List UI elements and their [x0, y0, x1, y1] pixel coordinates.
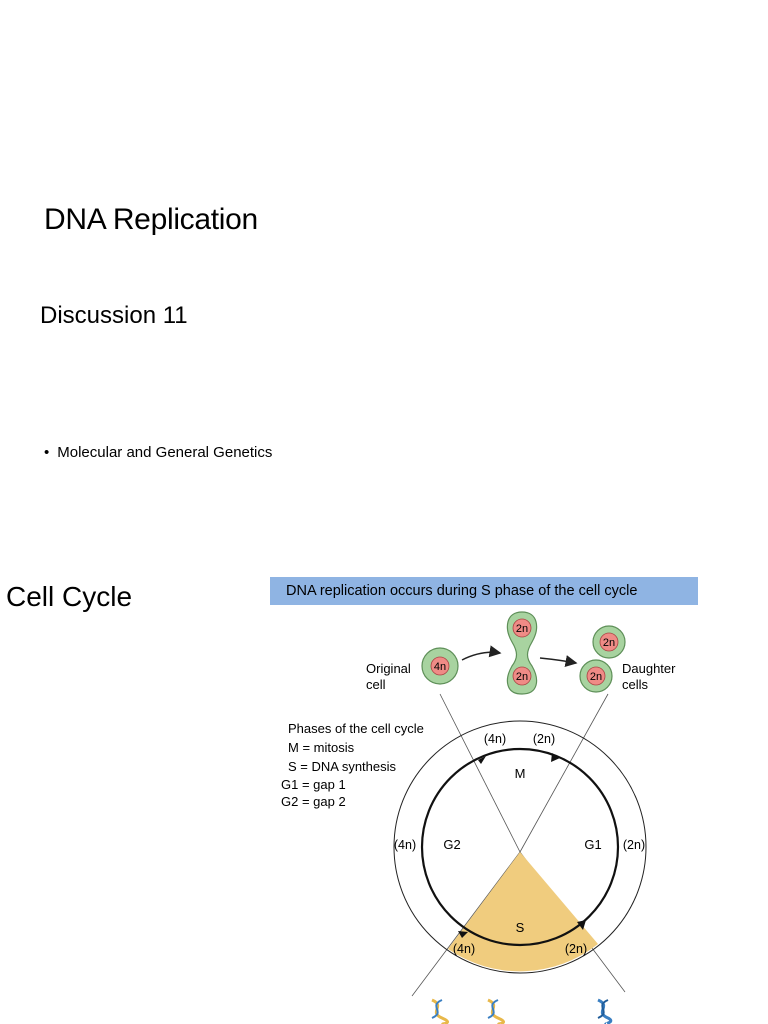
- nucleus: [599, 632, 619, 652]
- ploidy-label: (4n): [394, 838, 416, 852]
- bullet-text: Molecular and General Genetics: [57, 444, 273, 461]
- nucleus: [512, 666, 532, 686]
- dna-helix-icon: [487, 998, 505, 1024]
- ploidy-label: (2n): [533, 732, 555, 746]
- nucleus-label: 2n: [516, 623, 528, 635]
- nucleus: [430, 656, 450, 676]
- daughter-cells-label: Daughter: [622, 661, 676, 676]
- legend-item: S = DNA synthesis: [288, 759, 397, 774]
- slide-2: Cell Cycle DNA replication occurs during…: [0, 512, 768, 1024]
- ploidy-label: (4n): [453, 942, 475, 956]
- ploidy-label: (2n): [565, 942, 587, 956]
- slide-title: DNA Replication: [44, 203, 258, 236]
- daughter-cells-label: cells: [622, 677, 649, 692]
- legend-item: G1 = gap 1: [281, 777, 346, 792]
- arrow-icon: [461, 645, 502, 661]
- legend-item: G2 = gap 2: [281, 794, 346, 809]
- nucleus-label: 2n: [603, 637, 615, 649]
- nucleus-label: 2n: [516, 671, 528, 683]
- original-cell-label: cell: [366, 677, 386, 692]
- arrow-icon: [539, 655, 578, 667]
- ploidy-label: (4n): [484, 732, 506, 746]
- banner-text: DNA replication occurs during S phase of…: [286, 583, 638, 599]
- bullet-item: • Molecular and General Genetics: [44, 444, 272, 461]
- legend-heading: Phases of the cell cycle: [288, 721, 424, 736]
- ray-line: [519, 693, 609, 853]
- ploidy-label: (2n): [623, 838, 645, 852]
- outer-ring: [393, 720, 647, 974]
- legend-item: M = mitosis: [288, 740, 355, 755]
- arrowhead-icon: [458, 931, 468, 938]
- cell-cycle-diagram: M G2 G1 S (4n) (2n) (4n) (2n) (4n) (2n) …: [281, 611, 676, 1024]
- nucleus: [586, 666, 606, 686]
- nucleus: [512, 618, 532, 638]
- nucleus-label: 2n: [590, 671, 602, 683]
- original-cell-label: Original: [366, 661, 411, 676]
- phase-g1-label: G1: [584, 837, 601, 852]
- phase-m-label: M: [515, 766, 526, 781]
- slide-title: Cell Cycle: [6, 581, 133, 612]
- nucleus-label: 4n: [434, 661, 446, 673]
- slide-subtitle: Discussion 11: [40, 302, 188, 329]
- dna-helix-icon: [431, 998, 449, 1024]
- arrowhead-icon: [551, 753, 560, 762]
- cycle-arrow: [420, 747, 620, 947]
- arrowhead-icon: [577, 920, 586, 930]
- slide-1: DNA Replication Discussion 11 • Molecular…: [40, 203, 272, 461]
- ray-line: [411, 851, 521, 997]
- s-phase-wedge: [448, 852, 598, 972]
- dna-helix-icon: [597, 998, 613, 1024]
- phase-s-label: S: [516, 920, 525, 935]
- figure-banner: DNA replication occurs during S phase of…: [270, 577, 698, 605]
- arrowhead-icon: [478, 756, 486, 764]
- phase-g2-label: G2: [443, 837, 460, 852]
- bullet-dot: •: [44, 444, 50, 461]
- ray-line: [439, 693, 521, 853]
